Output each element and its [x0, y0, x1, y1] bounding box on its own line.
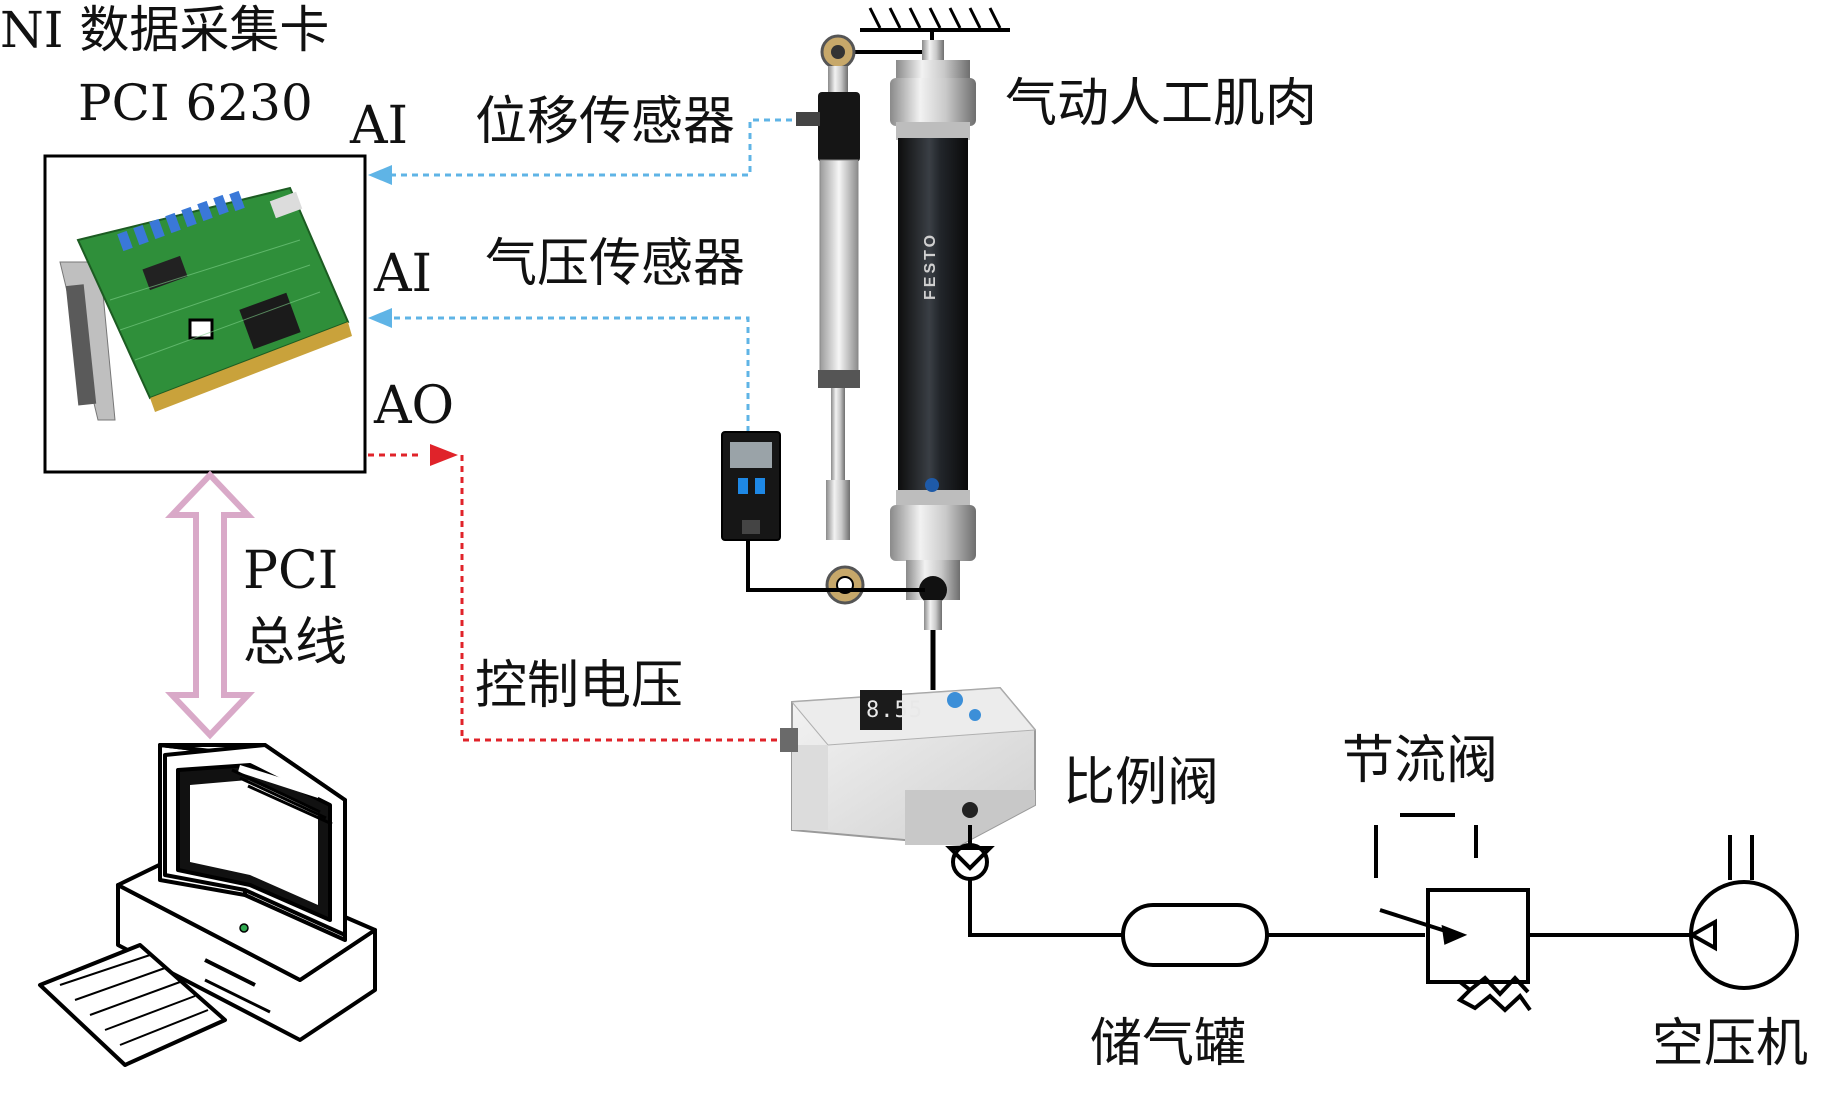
- daq-title: NI 数据采集卡: [0, 1, 330, 59]
- bus-label-line1: PCI: [243, 541, 339, 601]
- ai-arrow-2: [368, 308, 392, 328]
- throttle-valve-label: 节流阀: [1342, 731, 1499, 791]
- muscle-label: 气动人工肌肉: [1005, 74, 1318, 134]
- throttle-valve-symbol: [1374, 813, 1532, 1013]
- pci-bus-arrow: [165, 470, 255, 740]
- pneumatic-muscle: [890, 40, 976, 630]
- bus-label-line2: 总线: [243, 613, 348, 673]
- ao-label: AO: [374, 376, 455, 436]
- compressor-label: 空压机: [1652, 1014, 1809, 1074]
- ai-label-displacement: AI: [350, 96, 409, 156]
- displacement-sensor: [796, 34, 865, 605]
- ai-label-pressure: AI: [374, 244, 433, 304]
- ceiling-mount: [855, 7, 1010, 55]
- tank-label: 储气罐: [1090, 1014, 1247, 1074]
- daq-card: [43, 154, 367, 474]
- control-voltage-line: [368, 453, 785, 742]
- sensor-pipe: [746, 540, 925, 592]
- air-pipe: [968, 880, 1690, 937]
- pressure-sensor: [721, 431, 781, 541]
- ai-arrow-1: [368, 165, 392, 185]
- displacement-signal-line: [385, 118, 803, 177]
- pressure-signal-line: [385, 316, 750, 432]
- proportional-valve: [780, 686, 1037, 847]
- displacement-sensor-label: 位移传感器: [475, 92, 736, 152]
- compressor-symbol: [1687, 835, 1799, 990]
- proportional-valve-label: 比例阀: [1063, 753, 1220, 813]
- daq-model: PCI 6230: [78, 74, 313, 132]
- control-voltage-label: 控制电压: [475, 656, 684, 716]
- valve-display-readout: 8.55: [866, 698, 923, 723]
- tank-symbol: [1121, 903, 1269, 967]
- muscle-brand-label: FESTO: [922, 231, 939, 300]
- computer-icon: [38, 743, 377, 1067]
- ao-arrow: [430, 444, 458, 466]
- pressure-sensor-label: 气压传感器: [485, 234, 746, 294]
- check-valve-symbol: [945, 825, 995, 881]
- pcb-board-image: [59, 186, 352, 421]
